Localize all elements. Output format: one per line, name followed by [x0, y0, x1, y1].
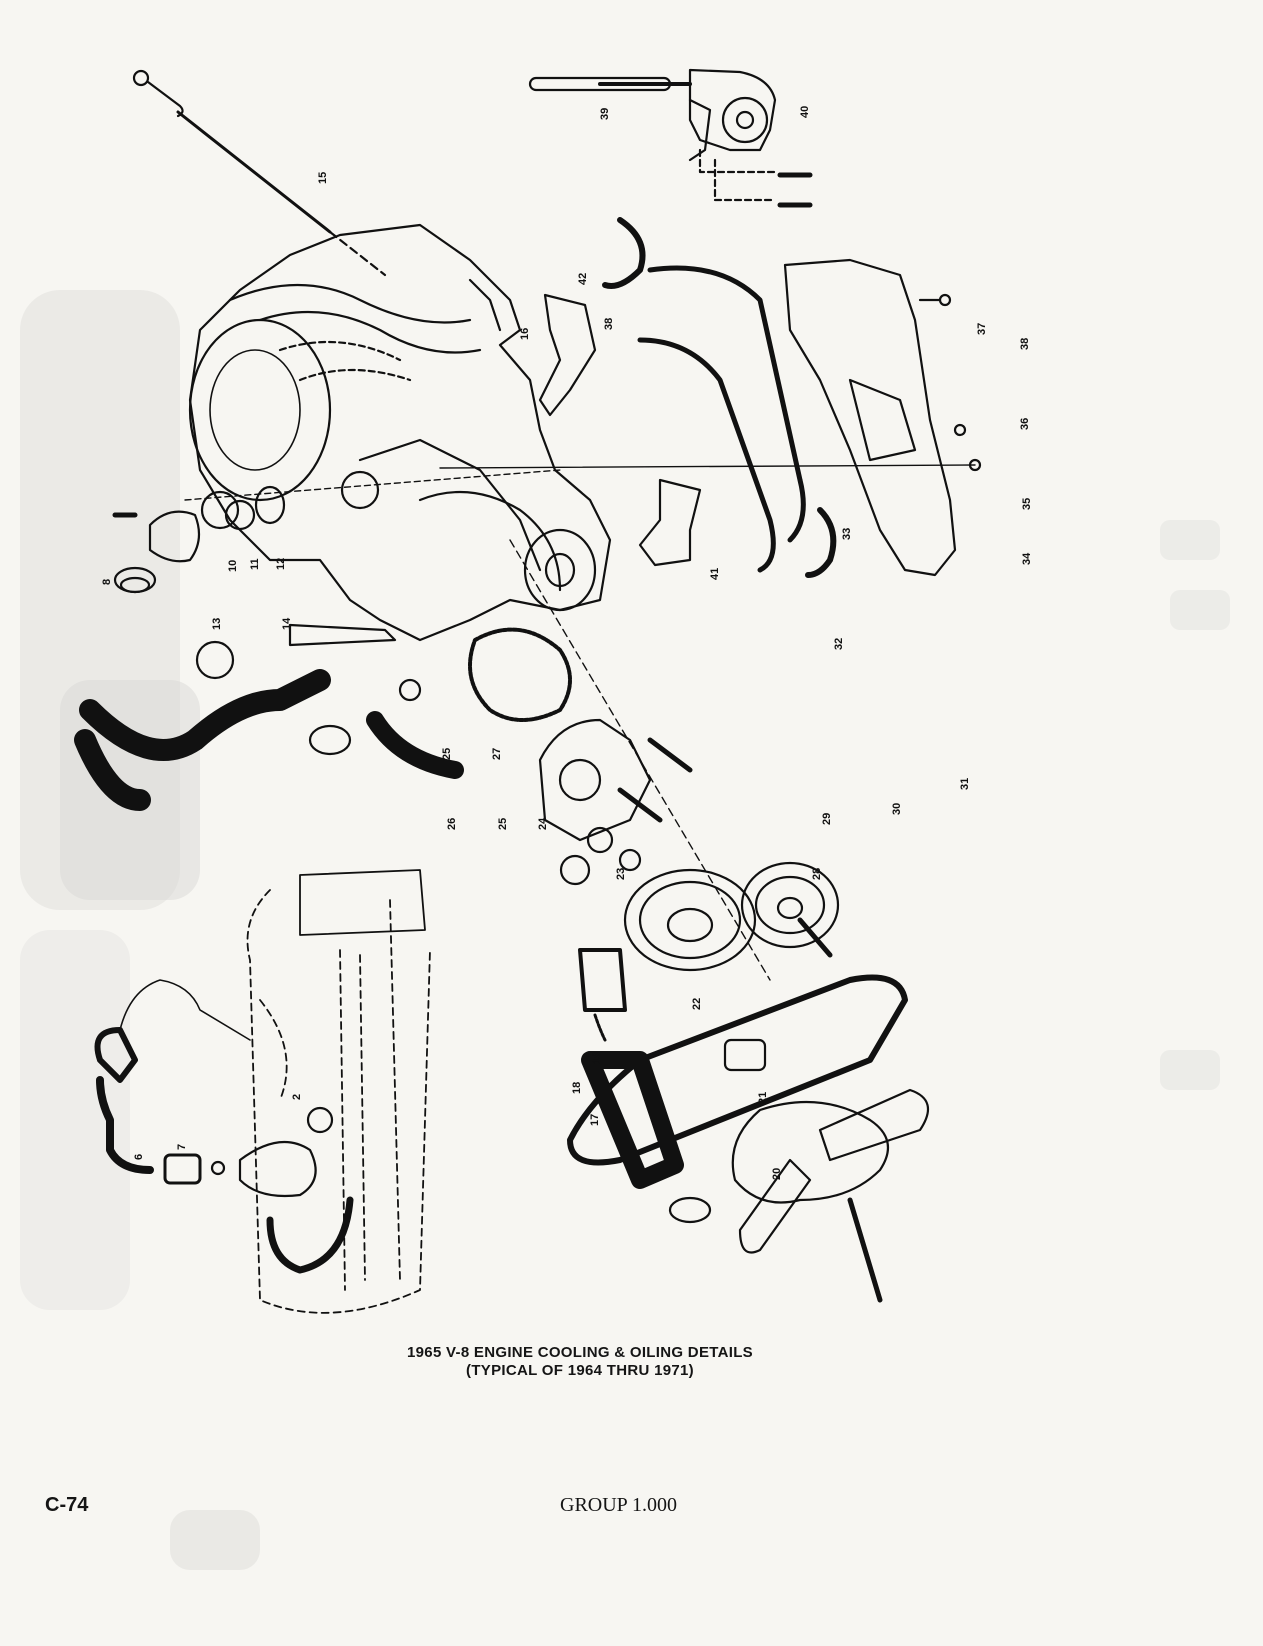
scan-smudges	[20, 290, 1230, 1570]
callout-38: 38	[1019, 338, 1031, 350]
callout-41: 41	[709, 568, 721, 580]
callout-37: 37	[976, 323, 988, 335]
thermostat-group	[112, 469, 561, 594]
brackets	[538, 293, 702, 567]
callout-36: 36	[1019, 418, 1031, 430]
callout-6: 6	[133, 1154, 145, 1160]
group-label: GROUP 1.000	[560, 1494, 678, 1516]
callout-20: 20	[771, 1168, 783, 1180]
callout-34: 34	[1021, 552, 1033, 565]
callout-28: 28	[811, 868, 823, 880]
callout-32: 32	[833, 638, 845, 650]
callout-16: 16	[519, 328, 531, 340]
callout-26: 26	[446, 818, 458, 830]
callout-7: 7	[176, 1144, 188, 1150]
callout-30: 30	[891, 803, 903, 815]
lower-hoses	[559, 854, 712, 1224]
dipstick	[132, 69, 387, 277]
callout-13: 13	[211, 618, 223, 630]
callout-40: 40	[799, 106, 811, 118]
callout-21: 21	[757, 1092, 769, 1104]
oil-pump	[528, 68, 813, 208]
callout-22: 22	[691, 998, 703, 1010]
callout-42: 42	[577, 273, 589, 285]
callout-11: 11	[249, 558, 261, 570]
upper-hoses	[74, 623, 464, 811]
callout-23: 23	[615, 868, 627, 880]
callout-24: 24	[537, 817, 549, 830]
callout-27: 27	[491, 748, 503, 760]
water-pump	[468, 539, 771, 981]
part-callouts: 39 40 15 42 38 37 38 16 36 35 34 33 41 8…	[101, 106, 1033, 1180]
callout-15: 15	[317, 172, 329, 184]
callout-8: 8	[101, 579, 113, 585]
callout-25: 25	[497, 818, 509, 830]
pulleys	[623, 861, 840, 972]
page-number: C-74	[45, 1494, 89, 1516]
callout-14: 14	[281, 617, 293, 630]
callout-19: 19	[591, 1052, 603, 1064]
callout-2: 2	[291, 1094, 303, 1100]
callout-33: 33	[841, 528, 853, 540]
callout-31: 31	[959, 778, 971, 790]
diagram-caption-subtitle: (TYPICAL OF 1964 THRU 1971)	[466, 1362, 694, 1379]
callout-17: 17	[589, 1114, 601, 1126]
diagram-caption-title: 1965 V-8 ENGINE COOLING & OILING DETAILS	[407, 1344, 753, 1361]
callout-10: 10	[227, 560, 239, 572]
callout-12: 12	[275, 558, 287, 570]
heater-parts	[94, 979, 354, 1274]
fan-belt-and-fan	[567, 974, 930, 1303]
callout-38-hose: 38	[603, 318, 615, 330]
callout-35: 35	[1021, 498, 1033, 510]
callout-18: 18	[571, 1082, 583, 1094]
callout-29: 29	[821, 813, 833, 825]
line-art	[74, 68, 982, 1314]
oil-pan-assembly	[439, 217, 982, 578]
callout-39: 39	[599, 108, 611, 120]
callout-25-clamp: 25	[441, 748, 453, 760]
engine-block	[188, 223, 612, 642]
